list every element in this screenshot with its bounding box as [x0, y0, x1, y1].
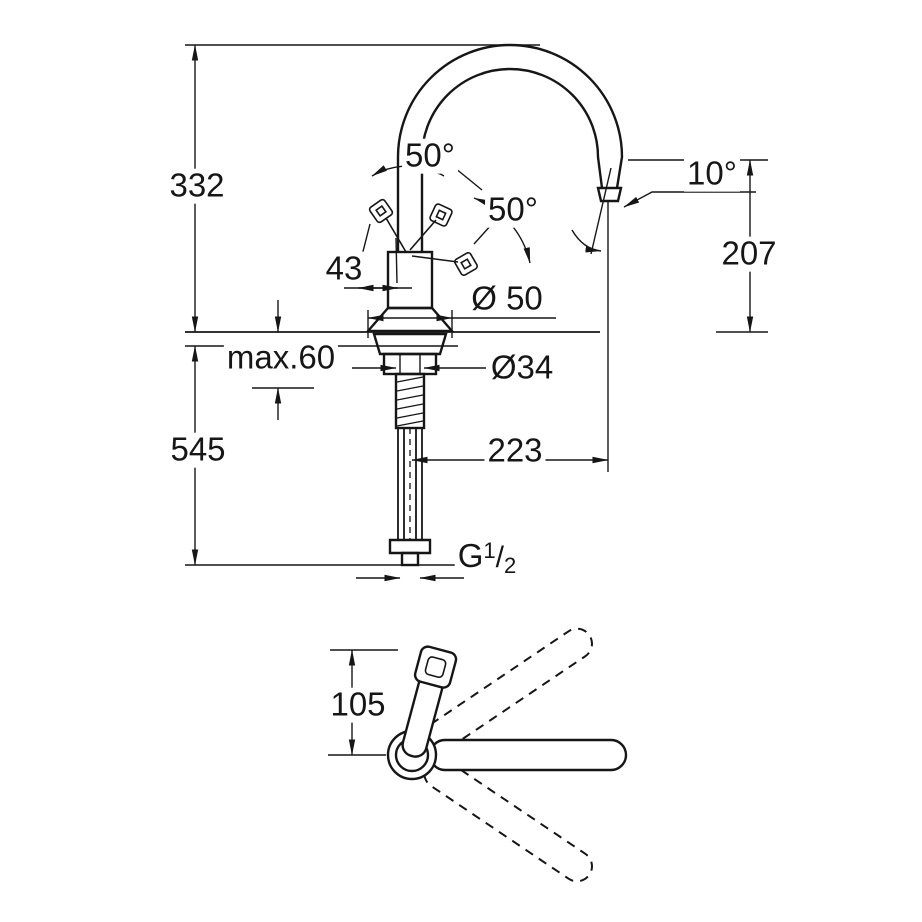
label-swivel-angle-left: 50°	[402, 138, 458, 174]
spout-inner-curve	[420, 67, 604, 252]
label-height-above-deck: 332	[166, 168, 228, 204]
thread-prefix: G	[457, 536, 484, 574]
thread-denominator: 2	[504, 552, 517, 578]
label-handle-dim: 43	[322, 251, 366, 287]
dimension-lines	[185, 44, 768, 756]
faucet-top-view	[386, 627, 628, 883]
spout-aerator	[596, 186, 623, 203]
faucet-front-view	[365, 43, 624, 567]
connection-tube	[400, 551, 420, 567]
dim-d50	[367, 310, 556, 338]
label-connection-thread: G1/2	[454, 536, 520, 578]
spout-outer-curve	[396, 43, 624, 252]
mounting-nut	[382, 352, 438, 376]
label-handle-offset-top-view: 105	[327, 687, 389, 723]
dim-max60	[252, 300, 314, 420]
label-swivel-angle-right: 50°	[485, 192, 541, 228]
label-overall-height: 545	[167, 432, 229, 468]
label-outlet-height: 207	[718, 236, 780, 272]
mounting-stud-left	[397, 427, 405, 541]
handle-positions	[368, 198, 478, 276]
spout-swing-lower	[423, 757, 593, 883]
thread-slash: /	[495, 540, 505, 574]
faucet-body	[386, 250, 434, 310]
label-spout-reach: 223	[484, 433, 546, 469]
threaded-shank	[394, 372, 426, 430]
spout-swing-upper	[423, 627, 593, 753]
mounting-stud-right	[415, 427, 423, 541]
bottom-flange	[388, 538, 432, 555]
label-outlet-angle: 10°	[684, 156, 740, 192]
thread-hatching	[396, 376, 424, 427]
escutcheon	[372, 332, 448, 356]
base-cone	[365, 306, 455, 333]
label-shank-diameter: Ø34	[487, 350, 557, 386]
label-base-diameter: Ø 50	[468, 281, 546, 317]
label-max-deck-thickness: max.60	[223, 340, 339, 376]
dim-10deg	[571, 167, 756, 255]
handle-plan	[401, 645, 458, 758]
spout-plan	[428, 738, 628, 772]
thread-numerator: 1	[483, 537, 496, 563]
